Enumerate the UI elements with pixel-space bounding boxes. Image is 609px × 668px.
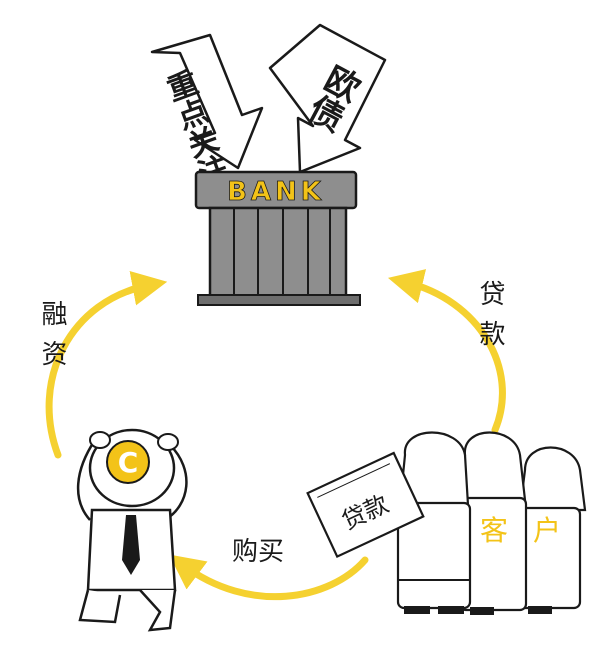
loan-arrow <box>387 269 506 434</box>
bank-sign-text: BANK <box>227 177 325 207</box>
distressed-man-figure: C <box>76 428 188 632</box>
loan-label: 贷款 <box>475 280 505 360</box>
loan-document: 贷款 <box>306 451 425 559</box>
bank-building: BANK <box>194 170 361 306</box>
purchase-label: 购买 <box>232 537 284 567</box>
client-label-left: 客 <box>480 514 508 547</box>
c-badge <box>106 440 150 484</box>
clients-group: 客 户 <box>396 431 587 615</box>
client-label-right: 户 <box>533 514 561 547</box>
c-badge-letter: C <box>118 446 139 479</box>
financing-arrow <box>45 271 168 459</box>
financing-label: 融资 <box>37 300 67 380</box>
euro-debt-arrow-sign: 欧债 <box>268 23 387 174</box>
focus-arrow-sign: 重点关注 <box>150 33 264 191</box>
purchase-arrow <box>168 554 369 601</box>
